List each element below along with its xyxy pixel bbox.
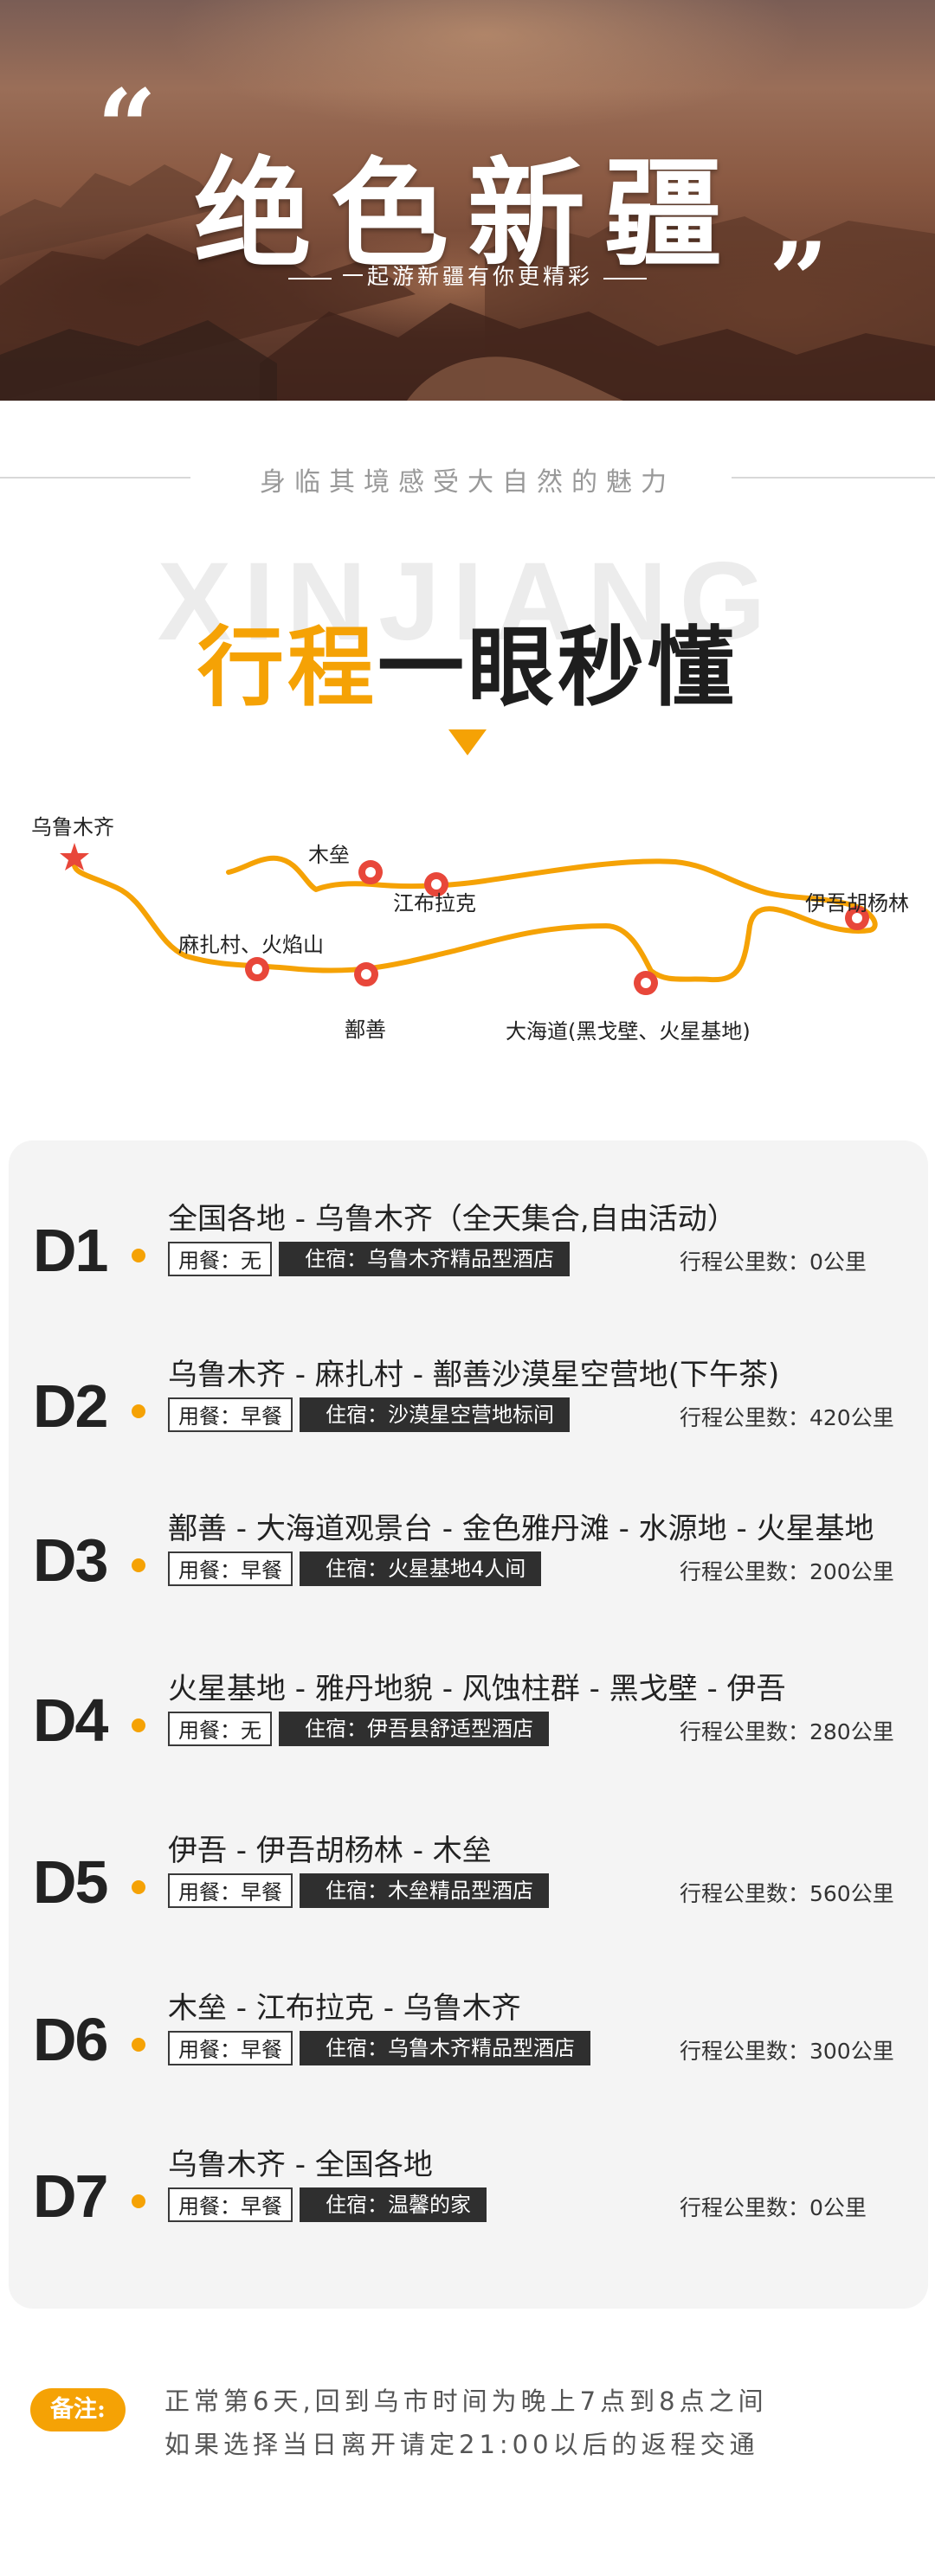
stay-tag: 住宿：伊吾县舒适型酒店 [279, 1712, 549, 1746]
route-line [71, 855, 878, 983]
distance-text: 行程公里数：200公里 [680, 1559, 894, 1584]
day-route: 乌鲁木齐 - 麻扎村 - 鄯善沙漠星空营地(下午茶) [168, 1358, 780, 1392]
meal-tag: 用餐：早餐 [168, 2187, 293, 2222]
day-code: D4 [33, 1686, 108, 1754]
subtitle-dash-left [287, 277, 332, 279]
meal-tag: 用餐：早餐 [168, 1551, 293, 1586]
subtitle-dash-right [603, 277, 647, 279]
meal-tag: 用餐：无 [168, 1712, 272, 1746]
route-map-svg [60, 843, 878, 995]
itinerary-card: D1 全国各地 - 乌鲁木齐（全天集合,自由活动） 用餐：无 住宿：乌鲁木齐精品… [9, 1140, 928, 2309]
map-pin-icon [358, 860, 383, 884]
map-pin-icon [354, 962, 378, 986]
day-code: D7 [33, 2162, 108, 2230]
day-code: D3 [33, 1526, 108, 1594]
map-label-mulei: 木垒 [308, 843, 350, 867]
map-label-shanshan: 鄯善 [345, 1018, 386, 1042]
distance-text: 行程公里数：560公里 [680, 1881, 894, 1906]
note-line-1: 正常第6天,回到乌市时间为晚上7点到8点之间 [164, 2386, 768, 2416]
day-dot [132, 1404, 145, 1418]
day-code: D6 [33, 2006, 108, 2073]
hero-banner: “ 绝色新疆 一起游新疆有你更精彩 ” [0, 0, 935, 401]
section-title: 行程一眼秒懂 [0, 597, 935, 723]
route-map: 乌鲁木齐 木垒 江布拉克 伊吾胡杨林 麻扎村、火焰山 鄯善 大海道(黑戈壁、火星… [0, 779, 935, 1064]
distance-text: 行程公里数：0公里 [680, 1249, 867, 1275]
open-quote-mark: “ [97, 67, 158, 189]
section-title-rest: 一眼秒懂 [377, 617, 738, 718]
day-dot [132, 1718, 145, 1732]
day-row: D4 火星基地 - 雅丹地貌 - 风蚀柱群 - 黑戈壁 - 伊吾 用餐：无 住宿… [9, 1658, 928, 1788]
banner-subtitle: 一起游新疆有你更精彩 [341, 264, 593, 289]
day-route: 乌鲁木齐 - 全国各地 [168, 2148, 433, 2182]
stay-tag: 住宿：沙漠星空营地标间 [300, 1397, 570, 1432]
day-code: D2 [33, 1372, 108, 1440]
map-label-urumqi: 乌鲁木齐 [31, 815, 114, 839]
day-row: D7 乌鲁木齐 - 全国各地 用餐：早餐 住宿：温馨的家 行程公里数：0公里 [9, 2134, 928, 2264]
day-dot [132, 2038, 145, 2052]
day-code: D1 [33, 1217, 108, 1284]
down-arrow-icon [448, 729, 487, 755]
day-row: D5 伊吾 - 伊吾胡杨林 - 木垒 用餐：早餐 住宿：木垒精品型酒店 行程公里… [9, 1820, 928, 1950]
stay-tag: 住宿：温馨的家 [300, 2187, 487, 2222]
map-label-mazha: 麻扎村、火焰山 [178, 933, 324, 957]
distance-text: 行程公里数：0公里 [680, 2195, 867, 2220]
map-pin-icon [245, 957, 269, 981]
tagline-divider-right [732, 477, 935, 479]
tagline-divider-left [0, 477, 190, 479]
day-row: D3 鄯善 - 大海道观景台 - 金色雅丹滩 - 水源地 - 火星基地 用餐：早… [9, 1498, 928, 1628]
distance-text: 行程公里数：280公里 [680, 1719, 894, 1744]
day-row: D2 乌鲁木齐 - 麻扎村 - 鄯善沙漠星空营地(下午茶) 用餐：早餐 住宿：沙… [9, 1344, 928, 1474]
note-badge: 备注: [30, 2388, 126, 2431]
day-row: D6 木垒 - 江布拉克 - 乌鲁木齐 用餐：早餐 住宿：乌鲁木齐精品型酒店 行… [9, 1977, 928, 2107]
meal-tag: 用餐：早餐 [168, 1397, 293, 1432]
section-title-accent: 行程 [197, 617, 377, 718]
section-watermark: XINJIANG [157, 540, 778, 664]
day-dot [132, 1880, 145, 1894]
map-label-jiangbulake: 江布拉克 [393, 891, 476, 915]
close-quote-mark: ” [769, 220, 829, 342]
banner-subtitle-row: 一起游新疆有你更精彩 [0, 260, 935, 291]
meal-tag: 用餐：无 [168, 1242, 272, 1276]
map-label-dahaidao: 大海道(黑戈壁、火星基地) [506, 1019, 751, 1044]
note-line-2: 如果选择当日离开请定21:00以后的返程交通 [164, 2430, 759, 2459]
day-route: 伊吾 - 伊吾胡杨林 - 木垒 [168, 1834, 492, 1868]
map-label-yiwu-forest: 伊吾胡杨林 [805, 891, 909, 915]
banner-title: 绝色新疆 [194, 147, 741, 284]
day-dot [132, 1558, 145, 1572]
star-icon [60, 843, 89, 870]
day-route: 全国各地 - 乌鲁木齐（全天集合,自由活动） [168, 1202, 737, 1237]
distance-text: 行程公里数：420公里 [680, 1405, 894, 1430]
day-route: 鄯善 - 大海道观景台 - 金色雅丹滩 - 水源地 - 火星基地 [168, 1512, 874, 1546]
stay-tag: 住宿：火星基地4人间 [300, 1551, 542, 1586]
distance-text: 行程公里数：300公里 [680, 2039, 894, 2064]
day-row: D1 全国各地 - 乌鲁木齐（全天集合,自由活动） 用餐：无 住宿：乌鲁木齐精品… [9, 1188, 928, 1318]
desert-rocks-image [0, 164, 935, 401]
stay-tag: 住宿：乌鲁木齐精品型酒店 [279, 1242, 570, 1276]
stay-tag: 住宿：乌鲁木齐精品型酒店 [300, 2031, 590, 2065]
meal-tag: 用餐：早餐 [168, 1873, 293, 1908]
tagline: 身临其境感受大自然的魅力 [260, 467, 675, 498]
day-dot [132, 2194, 145, 2208]
day-dot [132, 1249, 145, 1262]
day-code: D5 [33, 1848, 108, 1916]
map-pin-icon [634, 971, 658, 995]
day-route: 木垒 - 江布拉克 - 乌鲁木齐 [168, 1991, 521, 2026]
meal-tag: 用餐：早餐 [168, 2031, 293, 2065]
stay-tag: 住宿：木垒精品型酒店 [300, 1873, 549, 1908]
day-route: 火星基地 - 雅丹地貌 - 风蚀柱群 - 黑戈壁 - 伊吾 [168, 1672, 786, 1706]
